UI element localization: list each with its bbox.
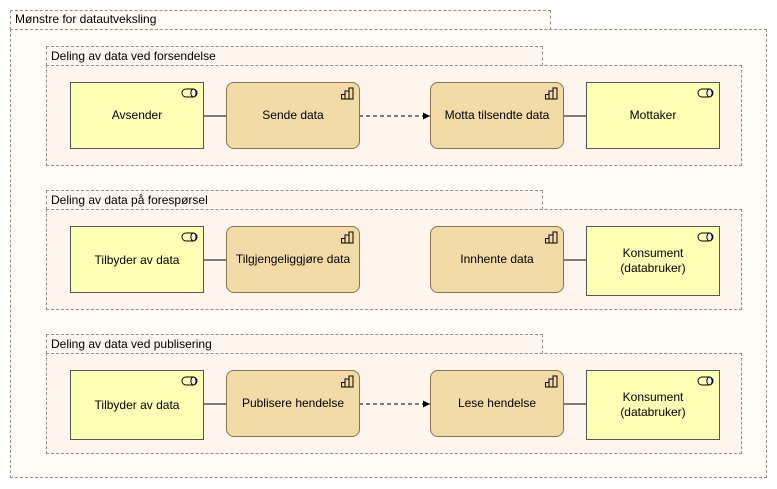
- group-foresporsel-tab: [46, 190, 543, 210]
- actor-avsender[interactable]: Avsender: [70, 82, 204, 149]
- group-forsendelse-label: Deling av data ved forsendelse: [51, 49, 216, 63]
- actor-tilbyder-av-data-1[interactable]: Tilbyder av data: [70, 226, 204, 293]
- group-forsendelse-tab: [46, 46, 543, 66]
- function-publisere-label: Publisere hendelse: [241, 396, 345, 410]
- function-sende-data[interactable]: Sende data: [226, 82, 360, 149]
- role-toggle-icon: [697, 376, 714, 386]
- actor-mottaker[interactable]: Mottaker: [586, 82, 720, 149]
- function-sende-data-label: Sende data: [262, 108, 324, 122]
- actor-tilbyder-av-data-2[interactable]: Tilbyder av data: [70, 370, 204, 440]
- function-bars-icon: [545, 231, 558, 244]
- function-bars-icon: [545, 375, 558, 388]
- function-motta-label: Motta tilsendte data: [444, 108, 550, 122]
- actor-konsument-2-label: Konsument (databruker): [620, 390, 686, 419]
- function-motta-tilsendte-data[interactable]: Motta tilsendte data: [430, 82, 564, 149]
- role-toggle-icon: [181, 376, 198, 386]
- function-bars-icon: [341, 375, 354, 388]
- actor-mottaker-label: Mottaker: [629, 108, 677, 122]
- role-toggle-icon: [181, 88, 198, 98]
- role-toggle-icon: [697, 88, 714, 98]
- role-toggle-icon: [181, 232, 198, 242]
- function-publisere-hendelse[interactable]: Publisere hendelse: [226, 370, 360, 437]
- group-foresporsel-label: Deling av data på forespørsel: [51, 193, 208, 207]
- group-publisering-label: Deling av data ved publisering: [51, 337, 212, 351]
- actor-avsender-label: Avsender: [111, 108, 163, 122]
- actor-konsument-2[interactable]: Konsument (databruker): [586, 370, 720, 440]
- function-innhente-label: Innhente data: [460, 252, 534, 266]
- function-innhente-data[interactable]: Innhente data: [430, 226, 564, 293]
- function-bars-icon: [341, 231, 354, 244]
- actor-konsument-1-label: Konsument (databruker): [620, 246, 686, 275]
- group-publisering-tab: [46, 334, 543, 354]
- function-tilgjengeliggjore-label: Tilgjengeliggjøre data: [235, 252, 351, 266]
- role-toggle-icon: [697, 232, 714, 242]
- function-bars-icon: [545, 87, 558, 100]
- function-lese-hendelse[interactable]: Lese hendelse: [430, 370, 564, 437]
- actor-konsument-1[interactable]: Konsument (databruker): [586, 226, 720, 296]
- outer-group-label: Mønstre for datautveksling: [15, 12, 157, 26]
- actor-tilbyder-2-label: Tilbyder av data: [94, 397, 180, 412]
- actor-tilbyder-1-label: Tilbyder av data: [94, 253, 180, 267]
- function-bars-icon: [341, 87, 354, 100]
- function-lese-label: Lese hendelse: [457, 396, 537, 410]
- function-tilgjengeliggjore-data[interactable]: Tilgjengeliggjøre data: [226, 226, 360, 293]
- outer-group-tab: [10, 10, 551, 30]
